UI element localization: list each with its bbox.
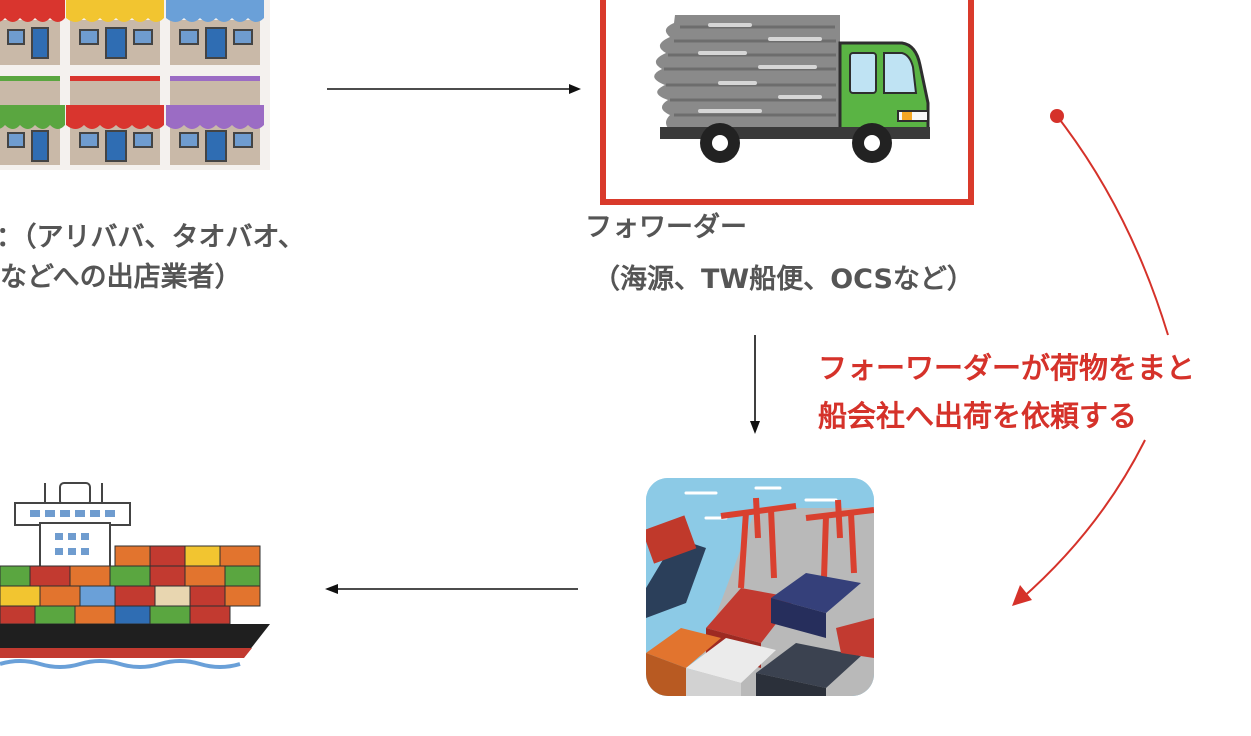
shops-illustration [0, 0, 270, 170]
arrow-to-port [750, 335, 760, 434]
shops-icon [0, 0, 270, 170]
port-illustration [646, 478, 874, 696]
truck-cargo [654, 15, 840, 130]
forwarder-caption-line2: （海源、TW船便、OCSなど） [593, 264, 974, 295]
crane [805, 499, 874, 579]
container-stack [686, 638, 776, 696]
arrow-to-forwarder [327, 84, 581, 94]
truck-wheels [700, 123, 892, 163]
truck-icon [654, 15, 930, 163]
arrow-to-ship [325, 584, 578, 594]
container-stack [646, 628, 721, 696]
shop-building [166, 76, 264, 165]
container-stack [756, 618, 874, 696]
shop-building [0, 0, 65, 65]
red-pointer-arrow [1012, 109, 1169, 606]
note-line2: 船会社へ出荷を依頼する [818, 399, 1138, 433]
ship-hull [0, 624, 270, 669]
shop-building [0, 76, 65, 165]
forwarder-caption: フォワーダー （海源、TW船便、OCSなど） [585, 208, 974, 300]
shop-building [66, 0, 164, 65]
forwarder-caption-line1: フォワーダー [585, 212, 747, 243]
shipping-request-note: フォーワーダーが荷物をまと 船会社へ出荷を依頼する [818, 344, 1195, 440]
shop-building [66, 76, 164, 165]
shop-building [166, 0, 264, 65]
sellers-caption-line2: などへの出店業者） [0, 262, 242, 293]
sellers-caption: ：（アリババ、タオバオ、 などへの出店業者） [0, 218, 305, 298]
container-stack [771, 573, 861, 638]
container-ship-icon [0, 482, 270, 669]
note-line1: フォーワーダーが荷物をまと [818, 351, 1196, 385]
ship-bridge [14, 482, 131, 569]
container-port-icon [646, 478, 874, 696]
sellers-caption-line1: ：（アリババ、タオバオ、 [0, 222, 305, 253]
crane [720, 497, 797, 589]
